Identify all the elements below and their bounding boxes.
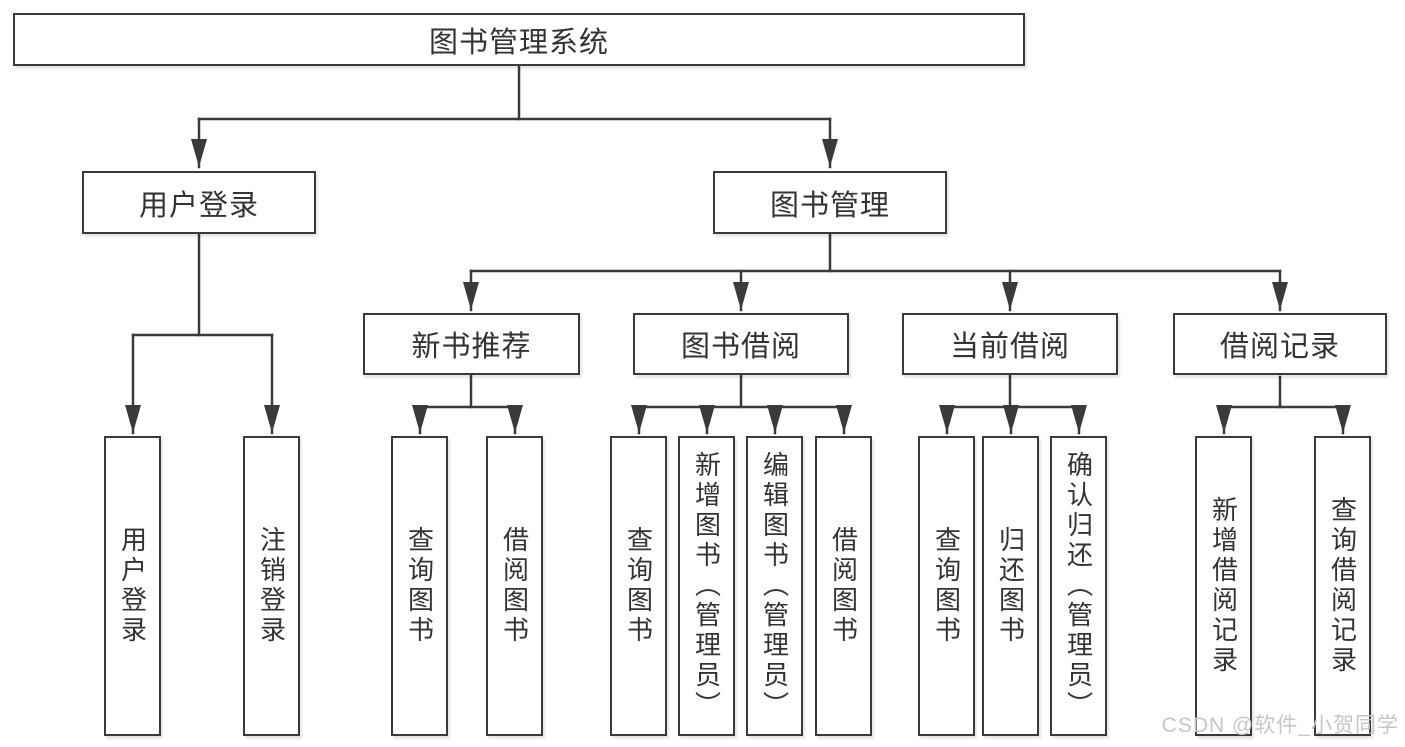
leaf-add-borrow-record: 新增借阅记录 [1195, 436, 1252, 736]
leaf-add-books-admin: 新增图书（管理员） [678, 436, 735, 736]
node-book-management: 图书管理 [713, 171, 947, 234]
node-root-system: 图书管理系统 [13, 13, 1025, 66]
node-user-login: 用户登录 [82, 171, 316, 234]
leaf-confirm-return-admin: 确认归还（管理员） [1050, 436, 1107, 736]
leaf-borrow-books-2: 借阅图书 [815, 436, 872, 736]
node-borrow-records: 借阅记录 [1173, 313, 1387, 375]
node-new-book-recommend: 新书推荐 [363, 313, 580, 375]
node-current-borrow: 当前借阅 [902, 313, 1118, 375]
node-book-borrow: 图书借阅 [633, 313, 849, 375]
csdn-watermark: CSDN @软件_小贺同学 [1161, 714, 1399, 737]
leaf-query-books-1: 查询图书 [391, 436, 448, 736]
leaf-borrow-books-1: 借阅图书 [486, 436, 543, 736]
leaf-query-borrow-record: 查询借阅记录 [1314, 436, 1371, 736]
leaf-query-books-3: 查询图书 [918, 436, 975, 736]
leaf-logout: 注销登录 [243, 436, 300, 736]
leaf-return-books: 归还图书 [982, 436, 1039, 736]
leaf-user-login: 用户登录 [104, 436, 161, 736]
leaf-edit-books-admin: 编辑图书（管理员） [746, 436, 803, 736]
leaf-query-books-2: 查询图书 [610, 436, 667, 736]
